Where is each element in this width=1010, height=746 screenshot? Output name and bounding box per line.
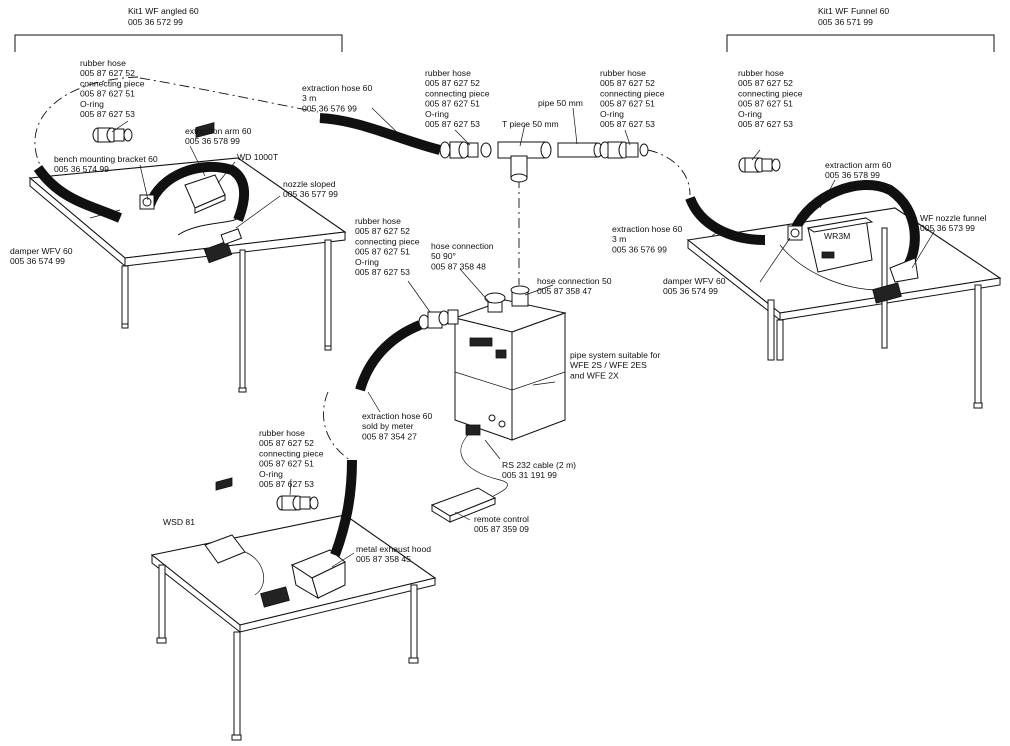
label-extraction-hose-meter: extraction hose 60 sold by meter 005 87 …: [362, 411, 435, 441]
kit-left-bracket: Kit1 WF angled 60 005 36 572 99: [14, 6, 343, 52]
label-bench-bracket: bench mounting bracket 60 005 36 574 99: [54, 154, 160, 174]
label-wf-nozzle-funnel: WF nozzle funnel 005 36 573 99: [920, 213, 989, 233]
label-rubber-hose-2: rubber hose 005 87 627 52 connecting pie…: [425, 68, 492, 129]
connection-lines: [34, 76, 691, 461]
right-hose-parts: [738, 157, 781, 173]
kit-left-number: 005 36 572 99: [128, 17, 183, 27]
rs232-cable: [460, 424, 508, 501]
labels: rubber hose 005 87 627 52 connecting pie…: [10, 58, 989, 564]
exhaust-hood-device: [290, 459, 357, 600]
right-extraction-arm: [685, 180, 920, 304]
label-t-piece: T piece 50 mm: [502, 119, 559, 129]
wr3m-station: [806, 217, 874, 273]
label-wsd81: WSD 81: [163, 517, 195, 527]
label-rubber-hose-4: rubber hose 005 87 627 52 connecting pie…: [738, 68, 805, 129]
label-damper-left: damper WFV 60 005 36 574 99: [10, 246, 75, 266]
kit-right-number: 005 36 571 99: [818, 17, 873, 27]
label-rubber-hose-5: rubber hose 005 87 627 52 connecting pie…: [355, 216, 422, 277]
t-piece: [497, 141, 552, 183]
label-metal-exhaust-hood: metal exhaust hood 005 87 358 45: [356, 544, 433, 564]
label-damper-right: damper WFV 60 005 36 574 99: [663, 276, 728, 296]
left-tools: [177, 214, 243, 264]
left-hose-parts: [92, 127, 133, 143]
label-rubber-hose-1: rubber hose 005 87 627 52 connecting pie…: [80, 58, 147, 119]
remote-control-device: [430, 487, 497, 523]
bottom-hose-parts: [276, 495, 319, 511]
label-extraction-hose-top: extraction hose 60 3 m 005 36 576 99: [302, 83, 375, 113]
center-hose: [355, 309, 459, 392]
table-left: [28, 157, 347, 393]
wd1000t-station: [184, 122, 226, 214]
pipe-50: [557, 141, 649, 159]
wsd81-station: [204, 477, 290, 608]
label-nozzle-sloped: nozzle sloped 005 36 577 99: [283, 179, 338, 199]
label-rubber-hose-3: rubber hose 005 87 627 52 connecting pie…: [600, 68, 667, 129]
leader-lines: [89, 107, 936, 568]
label-rs232-cable: RS 232 cable (2 m) 005 31 191 99: [502, 460, 578, 480]
top-hose-line: [319, 113, 492, 159]
label-pipe-50: pipe 50 mm: [538, 98, 583, 108]
label-extraction-hose-right: extraction hose 60 3 m 005 36 576 99: [612, 224, 685, 254]
label-wr3m: WR3M: [824, 231, 850, 241]
label-pipe-system: pipe system suitable for WFE 2S / WFE 2E…: [570, 350, 663, 380]
label-rubber-hose-6: rubber hose 005 87 627 52 connecting pie…: [259, 428, 326, 489]
label-hose-connection-50: hose connection 50 005 87 358 47: [537, 276, 614, 296]
label-hose-connection-90: hose connection 50 90° 005 87 358 48: [431, 241, 496, 271]
kit-left-title: Kit1 WF angled 60: [128, 6, 199, 16]
kit-right-bracket: Kit1 WF Funnel 60 005 36 571 99: [726, 6, 995, 52]
label-extraction-arm-left: extraction arm 60 005 36 578 99: [185, 126, 254, 146]
left-extraction-arm: [33, 161, 249, 223]
label-remote-control: remote control 005 87 359 09: [474, 514, 531, 534]
extraction-unit: [453, 285, 567, 441]
label-wd1000t: WD 1000T: [237, 152, 279, 162]
kit-right-title: Kit1 WF Funnel 60: [818, 6, 889, 16]
label-extraction-arm-right: extraction arm 60 005 36 578 99: [825, 160, 894, 180]
